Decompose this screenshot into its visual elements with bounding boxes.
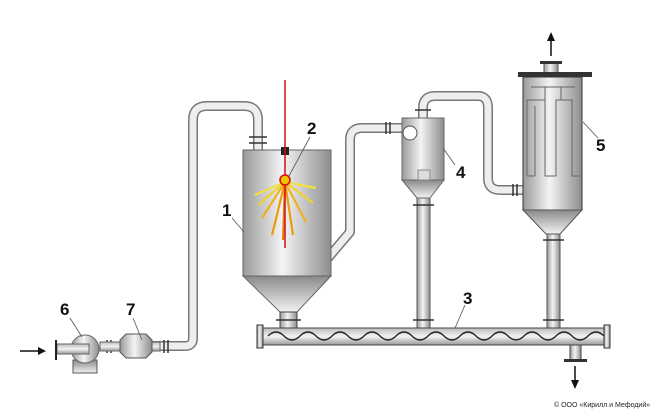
pipe-dryer-to-cyclone [324,123,402,262]
arrow-down-icon [571,366,579,389]
filter-downpipe [546,231,561,329]
label-1: 1 [222,201,231,220]
spark-rays [254,180,317,241]
label-2: 2 [307,119,316,138]
label-6: 6 [60,300,69,319]
label-4: 4 [456,163,466,182]
arrow-up-icon [547,32,555,56]
filter-7 [119,333,153,359]
cyclone-4 [400,117,446,199]
label-7: 7 [126,300,135,319]
leader-lines [69,121,599,341]
pipe-pump-to-dryer [150,101,263,351]
spray-dryer-1 [241,80,333,329]
pipe-cyclone-to-filter [418,91,525,195]
arrow-right-icon [20,347,46,355]
cyclone-downpipe [416,197,431,329]
copyright: © ООО «Кирилл и Мефодий» [554,401,650,409]
nozzle [279,174,291,186]
flanges [106,109,564,353]
bag-filter-5 [518,61,592,235]
screw-conveyor-3 [256,324,611,362]
label-3: 3 [463,289,472,308]
label-5: 5 [596,136,605,155]
